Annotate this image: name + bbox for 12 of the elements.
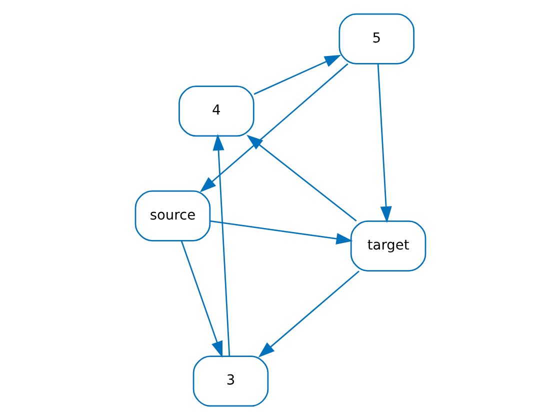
arrow [210, 220, 352, 244]
arrow [376, 64, 392, 223]
node-box: 3 [192, 356, 268, 407]
node-box: 5 [338, 13, 414, 64]
node-box: 4 [178, 86, 254, 137]
arrow [180, 240, 222, 358]
arrow [258, 270, 359, 358]
arrow [253, 54, 341, 95]
arrow [199, 63, 348, 192]
node-box: target [350, 220, 426, 272]
arrow [212, 134, 230, 356]
node-box: source [134, 190, 210, 242]
